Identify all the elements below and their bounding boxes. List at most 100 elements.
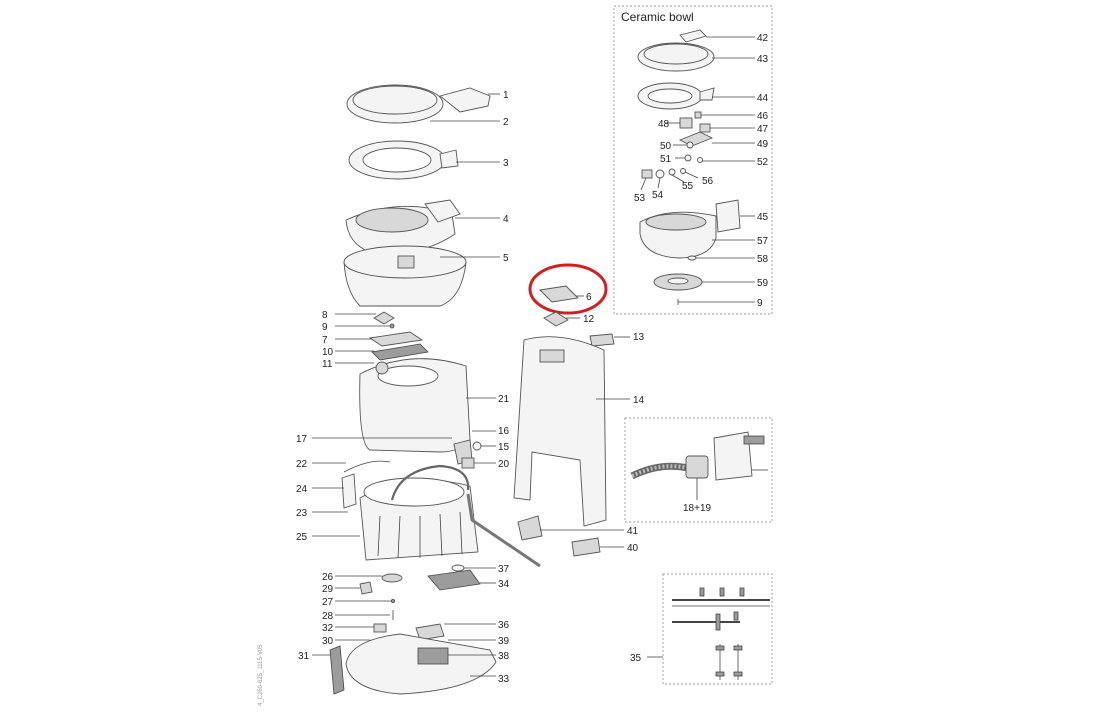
part-29-shape (359, 581, 373, 595)
callout-38: 38 (498, 651, 510, 662)
callout-28: 28 (322, 611, 334, 622)
hose-label: 18+19 (683, 503, 712, 514)
hose-inset-frame (624, 417, 773, 523)
part-14-shape (513, 336, 607, 527)
part-56-shape (680, 168, 686, 174)
part-37-shape (451, 564, 465, 572)
callout-6: 6 (586, 292, 592, 303)
callout-7: 7 (322, 335, 328, 346)
callout-21: 21 (498, 394, 510, 405)
callout-29: 29 (322, 584, 334, 595)
valve-body-shape (713, 431, 753, 481)
callout-4: 4 (503, 214, 509, 225)
callout-9: 9 (757, 298, 763, 309)
callout-37: 37 (498, 564, 510, 575)
callout-9: 9 (322, 322, 328, 333)
part-22-shape (343, 460, 391, 473)
part-12-shape (543, 311, 569, 327)
callout-51: 51 (660, 154, 672, 165)
part-54-shape (655, 169, 665, 179)
callout-57: 57 (757, 236, 769, 247)
part-38-shape (417, 647, 449, 665)
part-41-shape (517, 515, 543, 541)
callout-20: 20 (498, 459, 510, 470)
inset-parts (637, 29, 755, 305)
callout-49: 49 (757, 139, 769, 150)
callout-34: 34 (498, 579, 510, 590)
callout-48: 48 (658, 119, 670, 130)
ceramic-bowl-title: Ceramic bowl (621, 10, 694, 24)
part-15-shape (472, 441, 482, 451)
callout-58: 58 (757, 254, 769, 265)
highlight-circle (528, 263, 608, 315)
part-7-shape (368, 331, 424, 347)
callout-44: 44 (757, 93, 769, 104)
part-27-shape (390, 599, 395, 604)
callout-2: 2 (503, 117, 509, 128)
part-47-shape (699, 123, 711, 133)
part-31-shape (329, 645, 345, 695)
callout-17: 17 (296, 434, 308, 445)
callout-23: 23 (296, 508, 308, 519)
main-parts (312, 84, 541, 695)
hose-connector-shape (685, 455, 709, 479)
callout-32: 32 (322, 623, 334, 634)
part-20-shape (461, 457, 475, 469)
callout-47: 47 (757, 124, 769, 135)
callout-25: 25 (296, 532, 308, 543)
ceramic-bowl-inset-frame (613, 5, 773, 315)
callout-10: 10 (322, 347, 334, 358)
part-46-shape (694, 111, 702, 119)
callout-43: 43 (757, 54, 769, 65)
callout-56: 56 (702, 176, 714, 187)
hose-parts (630, 431, 768, 500)
callout-16: 16 (498, 426, 510, 437)
callout-22: 22 (296, 459, 308, 470)
part-55-shape (668, 168, 676, 176)
callout-15: 15 (498, 442, 510, 453)
callout-42: 42 (757, 33, 769, 44)
part-26-shape (381, 573, 403, 583)
callout-33: 33 (498, 674, 510, 685)
part-6-shape (539, 285, 579, 303)
callout-31: 31 (298, 651, 310, 662)
part-32-shape (373, 623, 387, 633)
callout-3: 3 (503, 158, 509, 169)
callout-40: 40 (627, 543, 639, 554)
part-24-shape (341, 473, 357, 509)
callout-30: 30 (322, 636, 334, 647)
callout-55: 55 (682, 181, 694, 192)
callout-46: 46 (757, 111, 769, 122)
callout-1: 1 (503, 90, 509, 101)
callout-39: 39 (498, 636, 510, 647)
part-9-shape (389, 323, 395, 329)
right-parts (513, 263, 630, 557)
callout-12: 12 (583, 314, 595, 325)
callout-50: 50 (660, 141, 672, 152)
callout-11: 11 (322, 359, 333, 370)
callout-52: 52 (757, 157, 769, 168)
part-45-shape (715, 199, 741, 233)
part-11-shape (375, 361, 389, 375)
wiring-inset-frame (662, 573, 773, 685)
part-51-shape (684, 154, 692, 162)
part-42-shape (679, 29, 707, 43)
callout-14: 14 (633, 395, 645, 406)
callout-27: 27 (322, 597, 334, 608)
callout-24: 24 (296, 484, 308, 495)
callout-35: 35 (630, 653, 642, 664)
callout-36: 36 (498, 620, 510, 631)
callout-45: 45 (757, 212, 769, 223)
part-40-shape (571, 537, 601, 557)
main-label-group: 1234589710112117161520222423252629272832… (296, 90, 510, 685)
part-34-shape (427, 569, 481, 591)
callout-26: 26 (322, 572, 334, 583)
part-10-shape (371, 343, 429, 361)
callout-5: 5 (503, 253, 509, 264)
part-49-shape (678, 131, 714, 147)
part-50-shape (686, 141, 694, 149)
part-58-shape (687, 255, 697, 261)
wiring-harness (672, 587, 770, 680)
